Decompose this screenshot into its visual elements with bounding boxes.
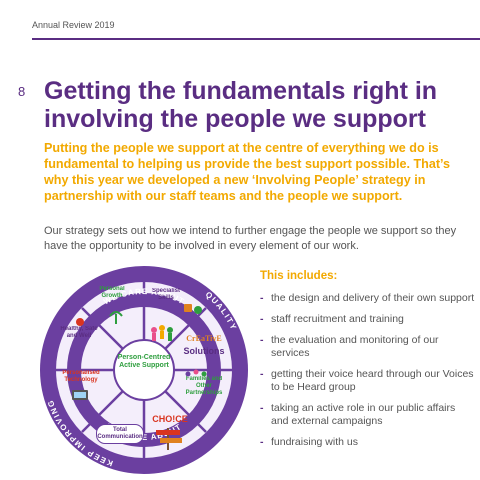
header-label: Annual Review 2019 bbox=[32, 20, 115, 30]
page-title: Getting the fundamentals right in involv… bbox=[44, 77, 438, 133]
page-number: 8 bbox=[18, 84, 26, 99]
segment-total-communication: Total Communication bbox=[96, 424, 144, 444]
growth-plant-icon bbox=[109, 311, 123, 324]
involving-people-diagram: WE CARE ABOUT WE CARE ABOUT QUALITY KEEP… bbox=[40, 266, 248, 474]
technology-device-icon bbox=[72, 390, 88, 400]
bullet-dash: - bbox=[260, 313, 264, 325]
header-rule bbox=[32, 38, 480, 40]
list-item: -the design and delivery of their own su… bbox=[260, 292, 475, 304]
heart-apple-icon bbox=[76, 318, 84, 326]
people-figures-icon bbox=[151, 325, 173, 341]
bullet-dash: - bbox=[260, 402, 264, 414]
bullet-dash: - bbox=[260, 292, 264, 304]
centre-label: Person-Centred Active Support bbox=[117, 354, 171, 369]
list-item: -the evaluation and monitoring of our se… bbox=[260, 334, 439, 359]
families-figures-icon bbox=[185, 369, 207, 377]
bullet-dash: - bbox=[260, 334, 264, 346]
body-paragraph: Our strategy sets out how we intend to f… bbox=[44, 225, 457, 252]
segment-creative: CrEaTivE bbox=[186, 334, 222, 343]
list-item: -staff recruitment and training bbox=[260, 313, 404, 325]
bullet-dash: - bbox=[260, 436, 264, 448]
includes-heading: This includes: bbox=[260, 270, 338, 282]
bullet-dash: - bbox=[260, 368, 264, 380]
lead-paragraph: Putting the people we support at the cen… bbox=[44, 141, 451, 203]
list-item: -fundraising with us bbox=[260, 436, 358, 448]
tools-icon bbox=[184, 304, 202, 314]
segment-specialist-skills: Specialist Skills bbox=[151, 288, 180, 301]
segment-solutions: Solutions bbox=[183, 346, 225, 356]
list-item: -taking an active role in our public aff… bbox=[260, 402, 456, 427]
we-care-band bbox=[67, 293, 221, 447]
segment-personalised-technology: Personalised Technology bbox=[62, 370, 100, 383]
segment-personal-growth: Personal Growth bbox=[99, 286, 125, 299]
segment-families: Families and Other Partnerships bbox=[185, 376, 223, 396]
list-item: -getting their voice heard through our V… bbox=[260, 368, 474, 393]
signpost-icon bbox=[156, 428, 182, 450]
segment-choice: CHO!CE bbox=[152, 414, 188, 424]
includes-list: -the design and delivery of their own su… bbox=[260, 292, 475, 457]
centre-disc bbox=[113, 339, 175, 401]
segment-healthy-safe-well: Healthy, Safe and Well bbox=[60, 326, 98, 339]
